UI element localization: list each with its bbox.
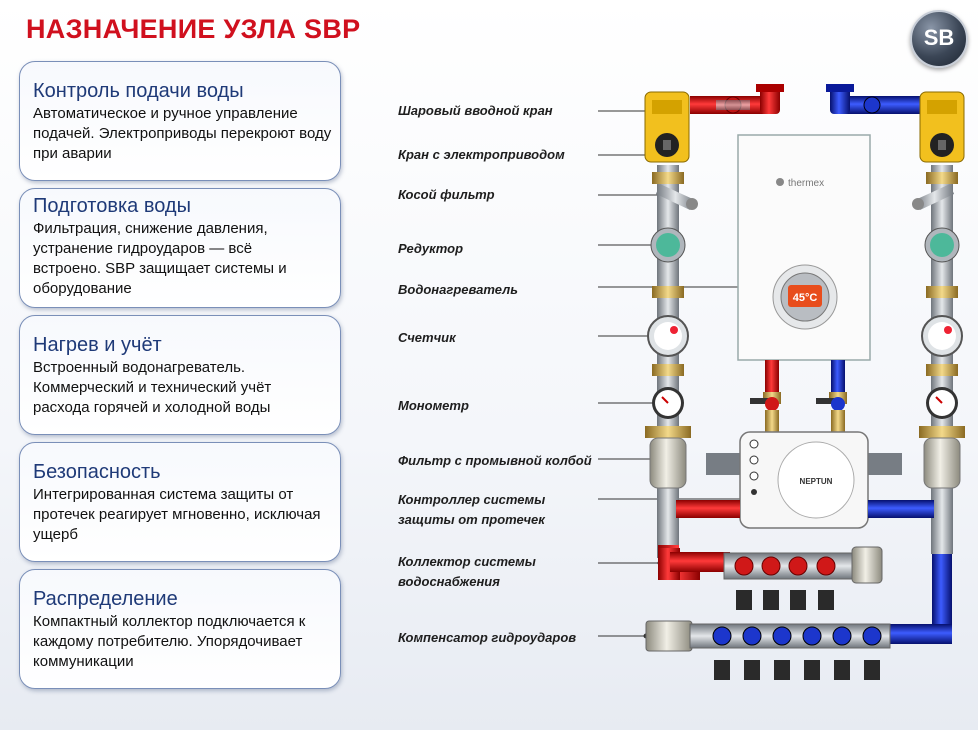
card-text: Компактный коллектор подключается к кажд…	[33, 613, 306, 670]
label-ball-valve: Шаровый вводной кран	[398, 103, 553, 118]
sb-logo-text: SB	[923, 25, 955, 50]
card-text: Интегрированная система защиты от протеч…	[33, 486, 321, 543]
manometer-left	[652, 387, 684, 419]
hot-water-collector	[723, 546, 883, 610]
water-hammer-arrestor	[645, 620, 693, 652]
motorized-valve-left	[644, 91, 690, 163]
label-meter: Счетчик	[398, 330, 456, 345]
y-strainer-left	[652, 172, 698, 210]
meter-left	[647, 315, 689, 357]
heater-brand: thermex	[788, 178, 824, 189]
card-distribution: Распределение Компактный коллектор подкл…	[19, 569, 341, 689]
card-text: Встроенный водонагреватель. Коммерческий…	[33, 359, 272, 416]
heater-display: 45°C	[793, 292, 818, 304]
motorized-valve-right	[919, 91, 965, 163]
card-safety: Безопасность Интегрированная система защ…	[19, 442, 341, 562]
flush-filter-left	[645, 426, 691, 489]
flush-filter-right	[919, 426, 965, 489]
label-manometer: Монометр	[398, 398, 469, 413]
card-text: Автоматическое и ручное управление подач…	[33, 105, 332, 162]
card-title: Распределение	[33, 588, 178, 610]
controller-brand: NEPTUN	[800, 477, 833, 486]
water-heater: thermex 45°C	[737, 134, 871, 361]
cold-water-collector	[645, 620, 891, 680]
card-water-treatment: Подготовка воды Фильтрация, снижение дав…	[19, 188, 341, 308]
reducer-right	[924, 227, 960, 263]
label-y-strainer: Косой фильтр	[398, 187, 495, 202]
card-title: Контроль подачи воды	[33, 80, 244, 102]
card-heating-metering: Нагрев и учёт Встроенный водонагреватель…	[19, 315, 341, 435]
card-title: Подготовка воды	[33, 195, 191, 217]
label-water-hammer-arrestor: Компенсатор гидроударов	[398, 630, 577, 645]
label-reducer: Редуктор	[398, 241, 464, 256]
page-title: НАЗНАЧЕНИЕ УЗЛА SBP	[26, 14, 361, 44]
manometer-right	[926, 387, 958, 419]
card-water-supply-control: Контроль подачи воды Автоматическое и ру…	[19, 61, 341, 181]
sb-logo: SB	[910, 10, 968, 68]
label-motorized-valve: Кран с электроприводом	[398, 147, 565, 162]
label-water-heater: Водонагреватель	[398, 282, 518, 297]
card-text: Фильтрация, снижение давления, устранени…	[33, 220, 287, 297]
meter-right	[921, 315, 963, 357]
reducer-left	[650, 227, 686, 263]
leak-controller: NEPTUN	[739, 431, 869, 529]
card-title: Безопасность	[33, 461, 161, 483]
y-strainer-right	[912, 172, 958, 210]
card-title: Нагрев и учёт	[33, 334, 162, 356]
label-flush-filter: Фильтр с промывной колбой	[398, 453, 592, 468]
